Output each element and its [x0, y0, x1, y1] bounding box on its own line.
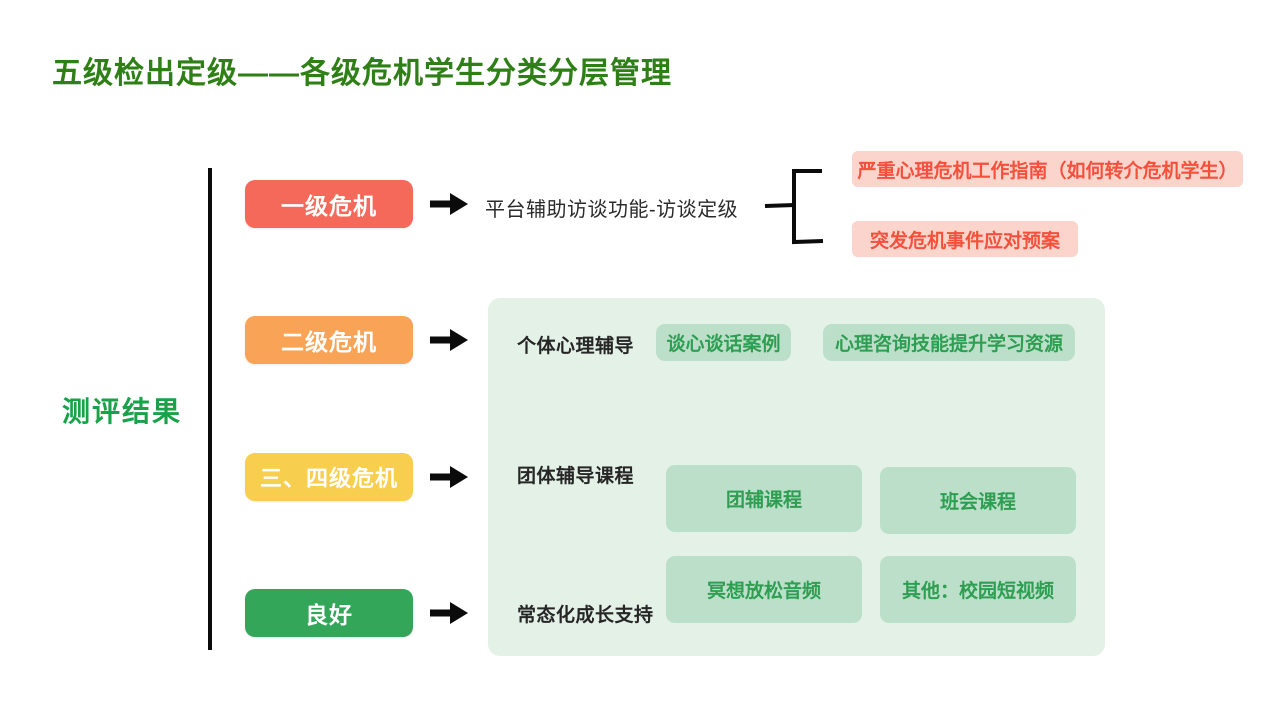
axis-label: 测评结果: [62, 396, 183, 427]
panel-row-label-individual: 个体心理辅导: [517, 336, 635, 357]
resource-chip-talk-cases: 谈心谈话案例: [656, 324, 791, 361]
bracket-connector: [764, 169, 824, 245]
interview-process-text: 平台辅助访谈功能-访谈定级: [485, 199, 739, 221]
level-box-label: 三、四级危机: [259, 466, 398, 491]
level-box-label: 二级危机: [281, 329, 377, 355]
level-box-crisis-3-4: 三、四级危机: [245, 453, 413, 501]
level-box-crisis-1: 一级危机: [245, 180, 413, 228]
level-box-label: 良好: [305, 602, 353, 628]
level-box-crisis-2: 二级危机: [245, 316, 413, 364]
resource-chip-campus-video: 其他：校园短视频: [880, 556, 1076, 623]
resource-chip-counseling-skills: 心理咨询技能提升学习资源: [823, 324, 1075, 361]
page-title: 五级检出定级——各级危机学生分类分层管理: [52, 57, 672, 90]
chip-label: 其他：校园短视频: [901, 581, 1054, 602]
panel-row-label-group: 团体辅导课程: [517, 466, 635, 487]
level-box-label: 一级危机: [281, 193, 377, 219]
chip-label: 心理咨询技能提升学习资源: [834, 334, 1063, 355]
document-label: 突发危机事件应对预案: [869, 230, 1060, 252]
right-arrow-icon: [430, 193, 468, 215]
chip-label: 谈心谈话案例: [666, 334, 781, 355]
axis-divider-line: [208, 168, 212, 650]
right-arrow-icon: [430, 466, 468, 488]
chip-label: 冥想放松音频: [706, 581, 821, 602]
chip-label: 班会课程: [939, 492, 1016, 513]
document-box-crisis-guide: 严重心理危机工作指南（如何转介危机学生）: [852, 151, 1243, 187]
chip-label: 团辅课程: [725, 490, 802, 511]
panel-row-label-growth: 常态化成长支持: [517, 605, 654, 626]
resource-chip-group-course: 团辅课程: [666, 465, 862, 532]
document-box-emergency-plan: 突发危机事件应对预案: [852, 221, 1078, 257]
right-arrow-icon: [430, 329, 468, 351]
resource-chip-meditation-audio: 冥想放松音频: [666, 556, 862, 623]
level-box-good: 良好: [245, 589, 413, 637]
right-arrow-icon: [430, 602, 468, 624]
document-label: 严重心理危机工作指南（如何转介危机学生）: [857, 160, 1238, 182]
resource-chip-class-meeting: 班会课程: [880, 467, 1076, 534]
